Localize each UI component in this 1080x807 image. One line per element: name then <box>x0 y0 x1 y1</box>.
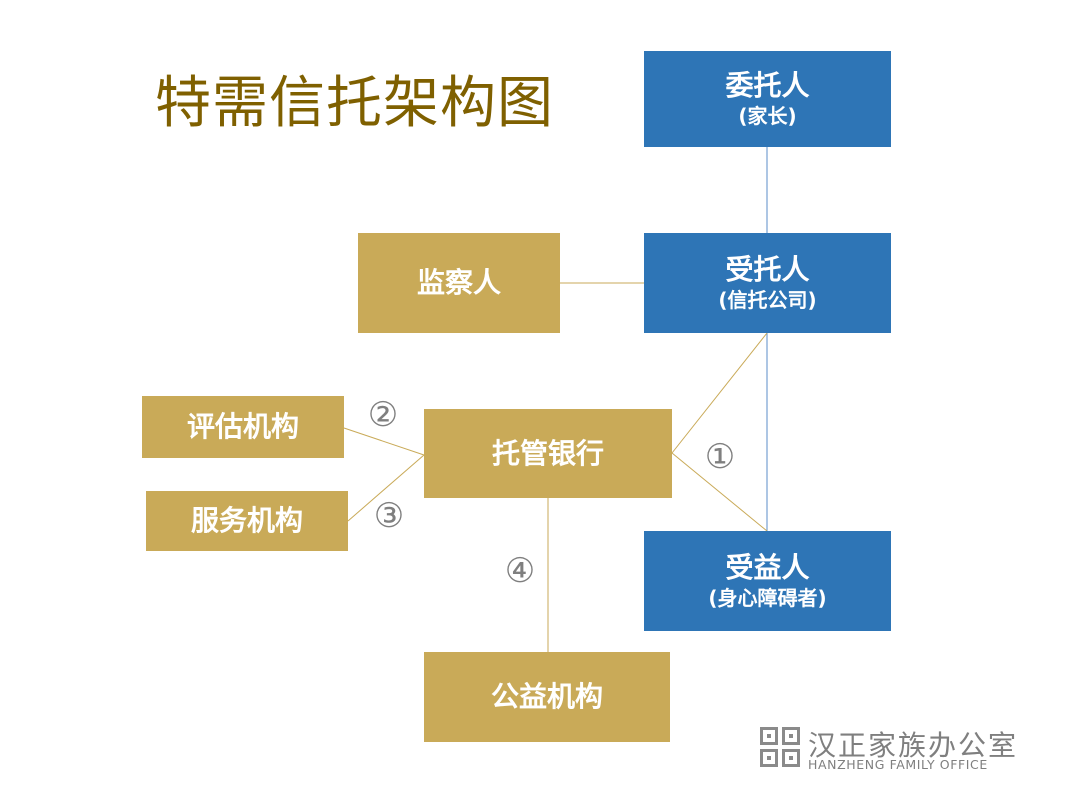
beneficiary-sublabel: (身心障碍者) <box>708 586 827 610</box>
settlor-sublabel: (家长) <box>738 104 797 128</box>
service-label: 服务机构 <box>190 504 303 537</box>
marker-4: ④ <box>504 551 536 591</box>
charity-label: 公益机构 <box>490 680 603 713</box>
custodian-box: 托管银行 <box>424 409 672 498</box>
settlor-label: 委托人 <box>725 69 810 102</box>
beneficiary-label: 受益人 <box>725 551 810 584</box>
trustee-sublabel: (信托公司) <box>718 288 817 312</box>
trustee-label: 受托人 <box>725 253 810 286</box>
line-custodian-beneficiary <box>671 452 768 532</box>
appraisal-box: 评估机构 <box>142 396 344 458</box>
custodian-label: 托管银行 <box>491 436 604 470</box>
line-custodian-trustee <box>671 332 768 454</box>
marker-3: ③ <box>373 496 405 536</box>
brand-name-cn: 汉正家族办公室 <box>808 729 1019 762</box>
line-appraisal-custodian <box>343 427 425 456</box>
charity-box: 公益机构 <box>424 652 670 742</box>
marker-2: ② <box>367 395 399 435</box>
page-title: 特需信托架构图 <box>155 71 554 136</box>
brand-logo-icon <box>760 727 800 767</box>
trustee-box: 受托人 (信托公司) <box>644 233 891 333</box>
supervisor-label: 监察人 <box>416 266 501 299</box>
service-box: 服务机构 <box>146 491 348 551</box>
line-service-custodian <box>347 454 425 522</box>
appraisal-label: 评估机构 <box>186 410 299 443</box>
brand-name-en: HANZHENG FAMILY OFFICE <box>808 757 988 772</box>
settlor-box: 委托人 (家长) <box>644 51 891 147</box>
supervisor-box: 监察人 <box>358 233 560 333</box>
marker-1: ① <box>704 437 736 477</box>
beneficiary-box: 受益人 (身心障碍者) <box>644 531 891 631</box>
